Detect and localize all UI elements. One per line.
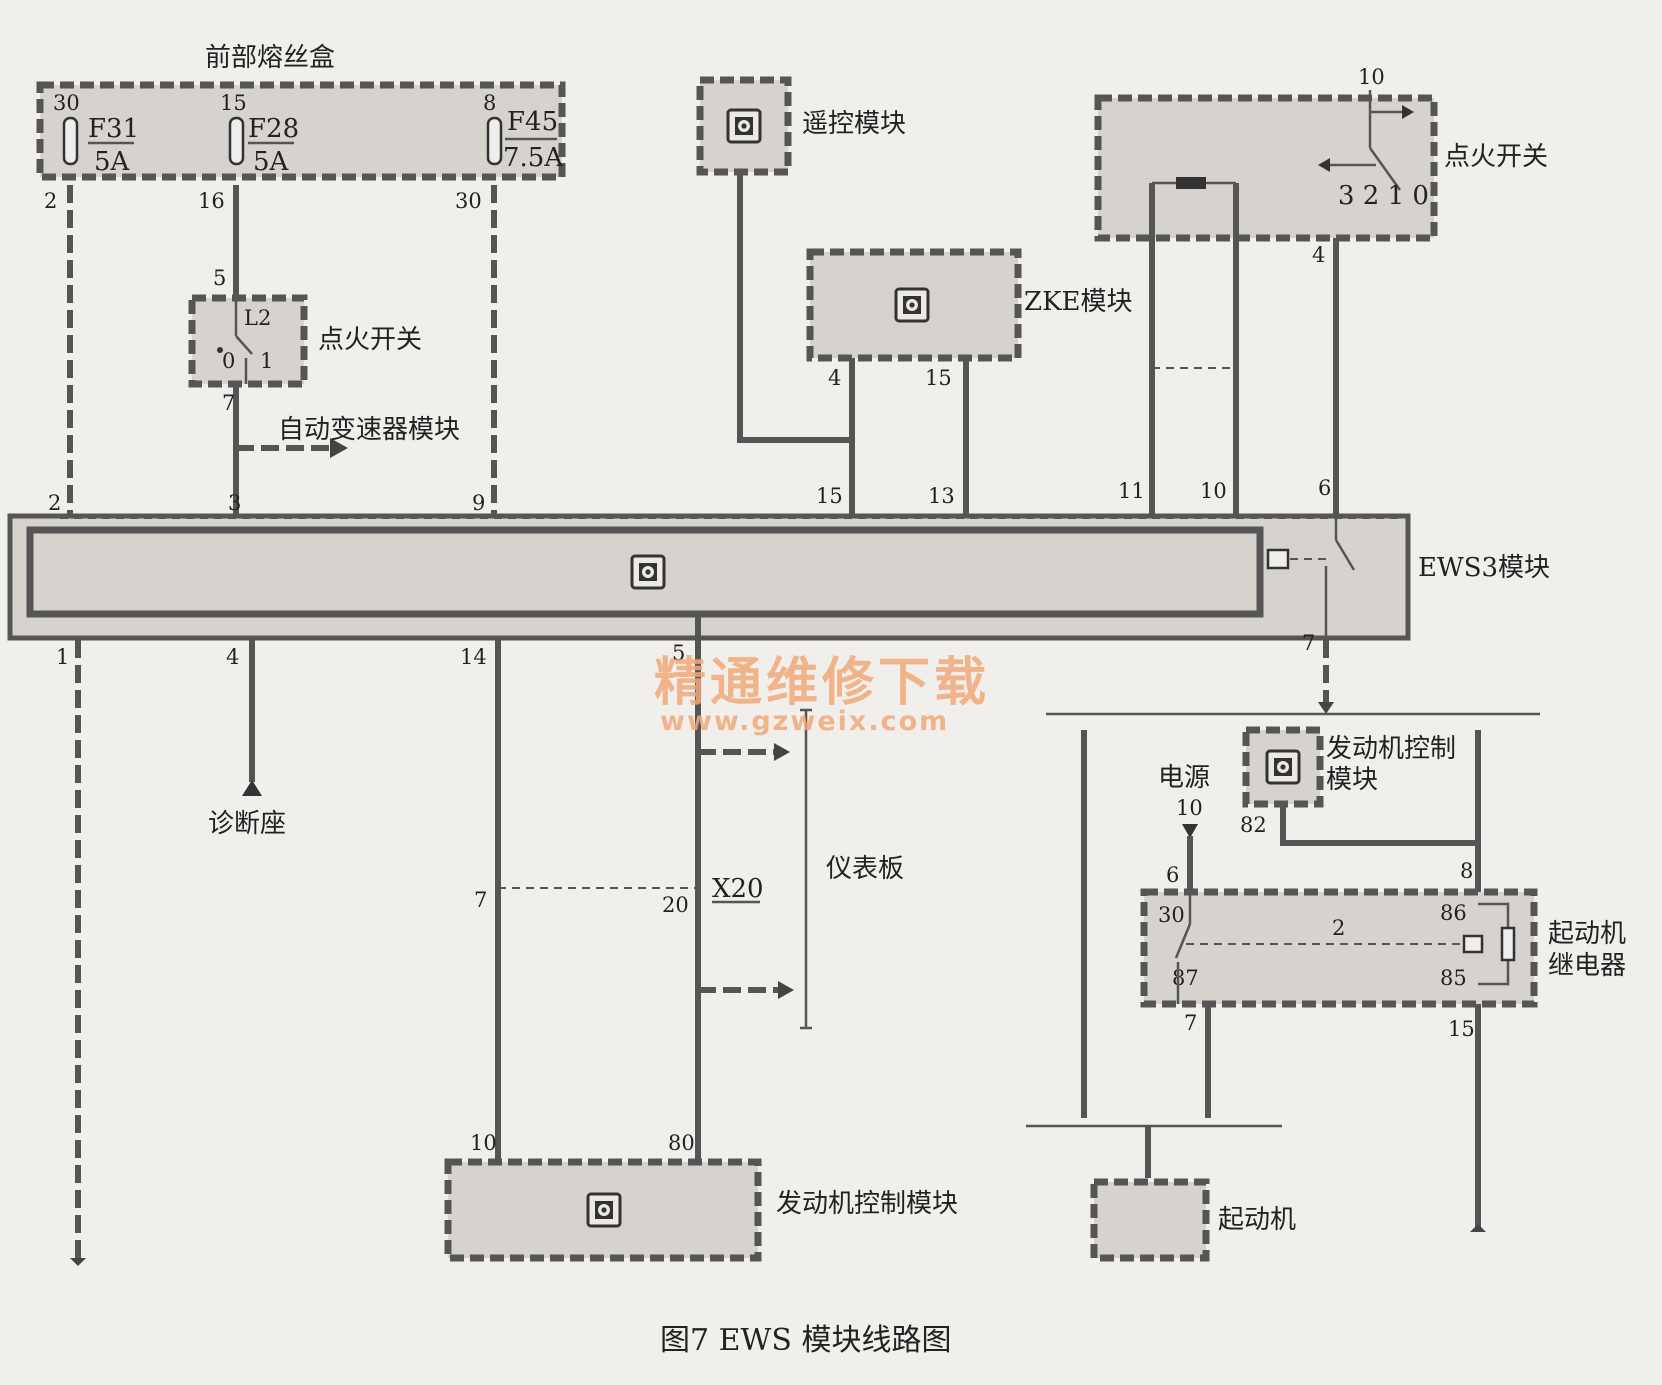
relay-pin-8: 8: [1460, 859, 1473, 883]
fuse-f28-rating: 5A: [253, 147, 290, 177]
zke-pin-right: 15: [925, 366, 952, 390]
ews3-top-pin-6: 6: [1318, 476, 1331, 500]
zke-module-label: ZKE模块: [1024, 287, 1132, 317]
ignition-right-label: 点火开关: [1444, 142, 1548, 172]
relay-pin-87: 87: [1172, 966, 1199, 990]
relay-label-2: 继电器: [1548, 951, 1626, 981]
relay-pin-6: 6: [1166, 863, 1179, 887]
ignition-switch-right: 10 3 2 1 0 点火开关 4: [1094, 65, 1548, 515]
zke-module: ZKE模块 4 15: [806, 248, 1132, 515]
instrument-panel-pin-right: 20: [662, 893, 689, 917]
ignition-left-pin-top: 5: [213, 266, 226, 290]
zke-module-icon: [894, 287, 930, 323]
ews3-bottom-pin-4: 4: [226, 645, 239, 669]
ecm-bottom-pin-left: 10: [470, 1131, 497, 1155]
ecm-wires: [495, 614, 794, 1160]
fuse-f45: 8 F45 7.5A 30: [455, 91, 564, 213]
ecm-bottom: 10 80 发动机控制模块: [444, 1131, 958, 1262]
fuse-f31: 30 F31 5A 2: [44, 91, 139, 213]
fuse-f45-pin-in: 8: [483, 91, 496, 115]
ignition-left-pin-bottom: 7: [222, 391, 235, 415]
ews3-top-pin-15: 15: [816, 484, 843, 508]
starter: 起动机: [1090, 1178, 1296, 1262]
ews3-bottom-pin-5: 5: [672, 641, 685, 665]
ews3-bottom-pin-1: 1: [56, 645, 69, 669]
ews3-top-pin-10: 10: [1200, 479, 1227, 503]
instrument-panel-connector: X20: [712, 874, 764, 904]
ecm-right-label-1: 发动机控制: [1326, 734, 1456, 764]
ignition-left-label: 点火开关: [318, 325, 422, 355]
fuse-box: 前部熔丝盒 30 F31 5A 2 15 F28 5A 16 8 F45 7.5…: [36, 43, 566, 213]
diag-socket-label: 诊断座: [208, 809, 286, 839]
ground-wire: [70, 640, 86, 1266]
ignition-left-contact: L2: [244, 306, 271, 330]
fuse-f45-id: F45: [507, 107, 558, 137]
fuse-box-title: 前部熔丝盒: [205, 43, 335, 73]
power-label: 电源: [1158, 763, 1210, 793]
starter-relay: 30 86 87 85 2 起动机 继电器 7 15: [1140, 888, 1626, 1118]
fuse-f28-id: F28: [248, 114, 299, 144]
remote-module-icon: [726, 108, 762, 144]
relay-pin-30: 30: [1158, 903, 1185, 927]
ignition-left-pos0: 0: [222, 349, 235, 373]
ignition-right-pin-top: 10: [1358, 65, 1385, 89]
ecm-bottom-icon: [586, 1192, 622, 1228]
fuse-f28-pin-in: 15: [220, 91, 247, 115]
starter-label: 起动机: [1218, 1205, 1296, 1235]
zke-pin-left: 4: [828, 366, 841, 390]
ews3-bottom-pin-14: 14: [460, 645, 487, 669]
ecm-right: 发动机控制 模块 82: [1240, 726, 1478, 846]
instrument-panel-label: 仪表板: [826, 854, 904, 884]
ews3-bottom-pin-7: 7: [1302, 631, 1315, 655]
instrument-panel: 仪表板 X20 7 20: [474, 708, 904, 1030]
relay-pin-2: 2: [1332, 916, 1345, 940]
fuse-f28-pin-out: 16: [198, 189, 225, 213]
ecm-right-icon: [1265, 749, 1301, 785]
ews3-module: EWS3模块 2 3 9 15 13 11 10 6 1 4 14 5 7: [7, 476, 1550, 669]
trans-module-label: 自动变速器模块: [278, 415, 460, 445]
ews3-label: EWS3模块: [1418, 553, 1550, 583]
ews3-top-pin-9: 9: [472, 491, 485, 515]
watermark-url: www.gzweix.com: [660, 706, 949, 737]
ignition-left-pos1: 1: [260, 349, 273, 373]
ews3-top-pin-11: 11: [1118, 479, 1145, 503]
power-source: 电源 10 6 8: [1158, 763, 1473, 890]
ews3-top-pin-2: 2: [48, 491, 61, 515]
fuse-f45-pin-out: 30: [455, 189, 482, 213]
fuse-f45-rating: 7.5A: [503, 143, 564, 173]
ews3-top-pin-13: 13: [928, 484, 955, 508]
ignition-right-positions: 3 2 1 0: [1338, 181, 1429, 211]
relay-pin-15: 15: [1448, 1017, 1475, 1041]
fuse-f31-pin-out: 2: [44, 189, 57, 213]
starter-circuit: 发动机控制 模块 82 电源 10 6 8 30 86 87 85 2: [1026, 640, 1626, 1262]
diag-socket: 诊断座: [208, 640, 286, 839]
remote-module-label: 遥控模块: [802, 109, 906, 139]
ecm-bottom-pin-right: 80: [668, 1131, 695, 1155]
ecm-right-label-2: 模块: [1326, 765, 1378, 795]
watermark-text: 精通维修下载: [654, 653, 990, 713]
fuse-f31-pin-in: 30: [53, 91, 80, 115]
watermark: 精通维修下载 www.gzweix.com: [654, 653, 990, 737]
fuse-f28: 15 F28 5A 16: [198, 91, 299, 213]
ews3-icon: [630, 554, 666, 590]
fuse-f31-id: F31: [88, 114, 139, 144]
ignition-right-pin-bottom: 4: [1312, 243, 1325, 267]
relay-pin-85: 85: [1440, 966, 1467, 990]
fuse-f31-rating: 5A: [94, 147, 131, 177]
ecm-bottom-label: 发动机控制模块: [776, 1189, 958, 1219]
relay-pin-86: 86: [1440, 901, 1467, 925]
ews3-top-pin-3: 3: [228, 491, 241, 515]
figure-caption: 图7 EWS 模块线路图: [660, 1323, 951, 1358]
relay-label-1: 起动机: [1548, 919, 1626, 949]
power-pin: 10: [1176, 796, 1203, 820]
ecm-right-pin: 82: [1240, 813, 1267, 837]
relay-pin-7: 7: [1184, 1011, 1197, 1035]
left-wires: 自动变速器模块: [67, 185, 497, 515]
instrument-panel-pin-left: 7: [474, 888, 487, 912]
ignition-switch-left: 5 L2 0 1 7 点火开关: [188, 266, 422, 415]
